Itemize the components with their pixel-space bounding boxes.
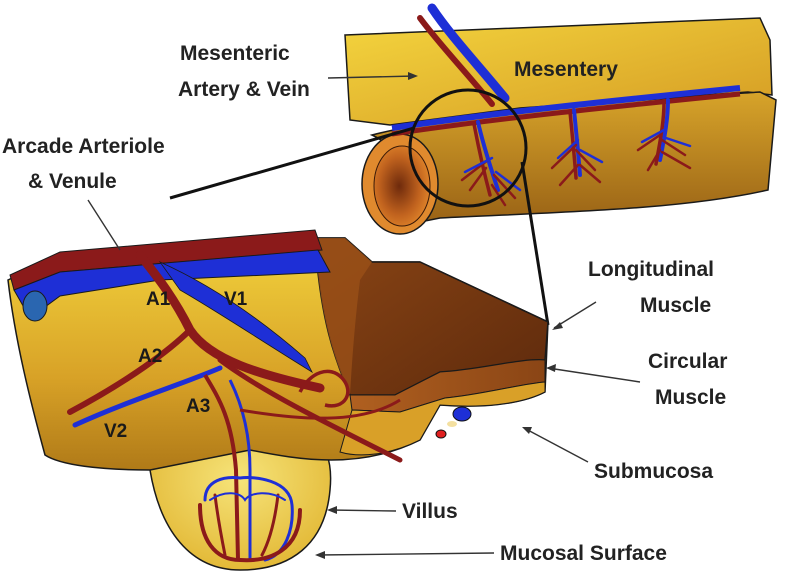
arrow-circular [547, 367, 641, 383]
arrow-arcade [87, 199, 121, 251]
a1-arteriole [135, 250, 325, 393]
submucosal-vein-section [452, 406, 472, 422]
muscle-arteriole-loop [298, 369, 350, 408]
villus-venule [228, 379, 252, 560]
arcade-venule-end [22, 290, 48, 322]
branch-tree-1 [460, 120, 522, 207]
label-longitudinal-line2: Muscle [640, 294, 711, 317]
mesentery-sheet [344, 17, 773, 126]
label-v1: V1 [224, 289, 248, 310]
longitudinal-muscle-highlight [315, 238, 372, 395]
zoom-line-right [520, 161, 550, 326]
arrow-mucosal-surface [317, 552, 495, 556]
branch-tree-2 [550, 108, 604, 187]
branch-tree-3 [636, 98, 692, 172]
arcade-vein-top [391, 85, 741, 131]
arrowhead-circular [546, 364, 556, 372]
villus-capillary-network [198, 476, 302, 563]
mesenteric-vein [427, 3, 510, 103]
v1-venule [158, 261, 313, 374]
arcade-artery-top [391, 91, 741, 137]
label-mesenteric-line1: Mesenteric [180, 42, 290, 65]
label-villus: Villus [402, 500, 458, 523]
magnified-tissue-block [7, 229, 549, 571]
arrowhead-mesenteric [408, 72, 418, 80]
label-submucosa: Submucosa [594, 460, 713, 483]
a2-arteriole [67, 327, 193, 415]
v2-venule [72, 365, 223, 428]
submucosal-artery-section [435, 429, 447, 439]
arrowhead-mucosal-surface [315, 551, 325, 559]
label-mucosal-surface: Mucosal Surface [500, 542, 667, 565]
arrow-mesenteric [327, 75, 416, 79]
label-mesenteric-line2: Artery & Vein [178, 78, 310, 101]
a3-arteriole [203, 373, 240, 561]
label-circular-line1: Circular [648, 350, 727, 373]
zoom-circle [408, 88, 528, 208]
intestine-lumen [373, 145, 431, 227]
label-a2: A2 [138, 346, 162, 367]
label-a3: A3 [186, 396, 210, 417]
arrowhead-longitudinal [552, 322, 563, 330]
label-arcade-line2: & Venule [28, 170, 117, 193]
label-v2: V2 [104, 421, 127, 442]
arrowhead-villus [327, 506, 337, 514]
intestine-segment-overview [344, 3, 777, 235]
label-a1: A1 [146, 289, 171, 310]
arrow-longitudinal [553, 301, 597, 329]
label-mesentery: Mesentery [514, 58, 618, 81]
arrow-villus [329, 509, 397, 512]
zoom-line-left [169, 126, 415, 200]
submucosa-layer [339, 381, 546, 456]
label-arcade-line1: Arcade Arteriole [2, 135, 165, 158]
label-longitudinal-line1: Longitudinal [588, 258, 714, 281]
arrowhead-submucosa [522, 427, 532, 434]
label-circular-line2: Muscle [655, 386, 726, 409]
mesenteric-artery [417, 15, 495, 107]
a2-arteriole-extension [217, 357, 403, 463]
surface-arteriole [239, 398, 401, 420]
labels: Mesenteric Artery & Vein Mesentery Arcad… [2, 42, 727, 565]
submucosal-space [447, 421, 457, 427]
arrow-submucosa [523, 427, 589, 463]
